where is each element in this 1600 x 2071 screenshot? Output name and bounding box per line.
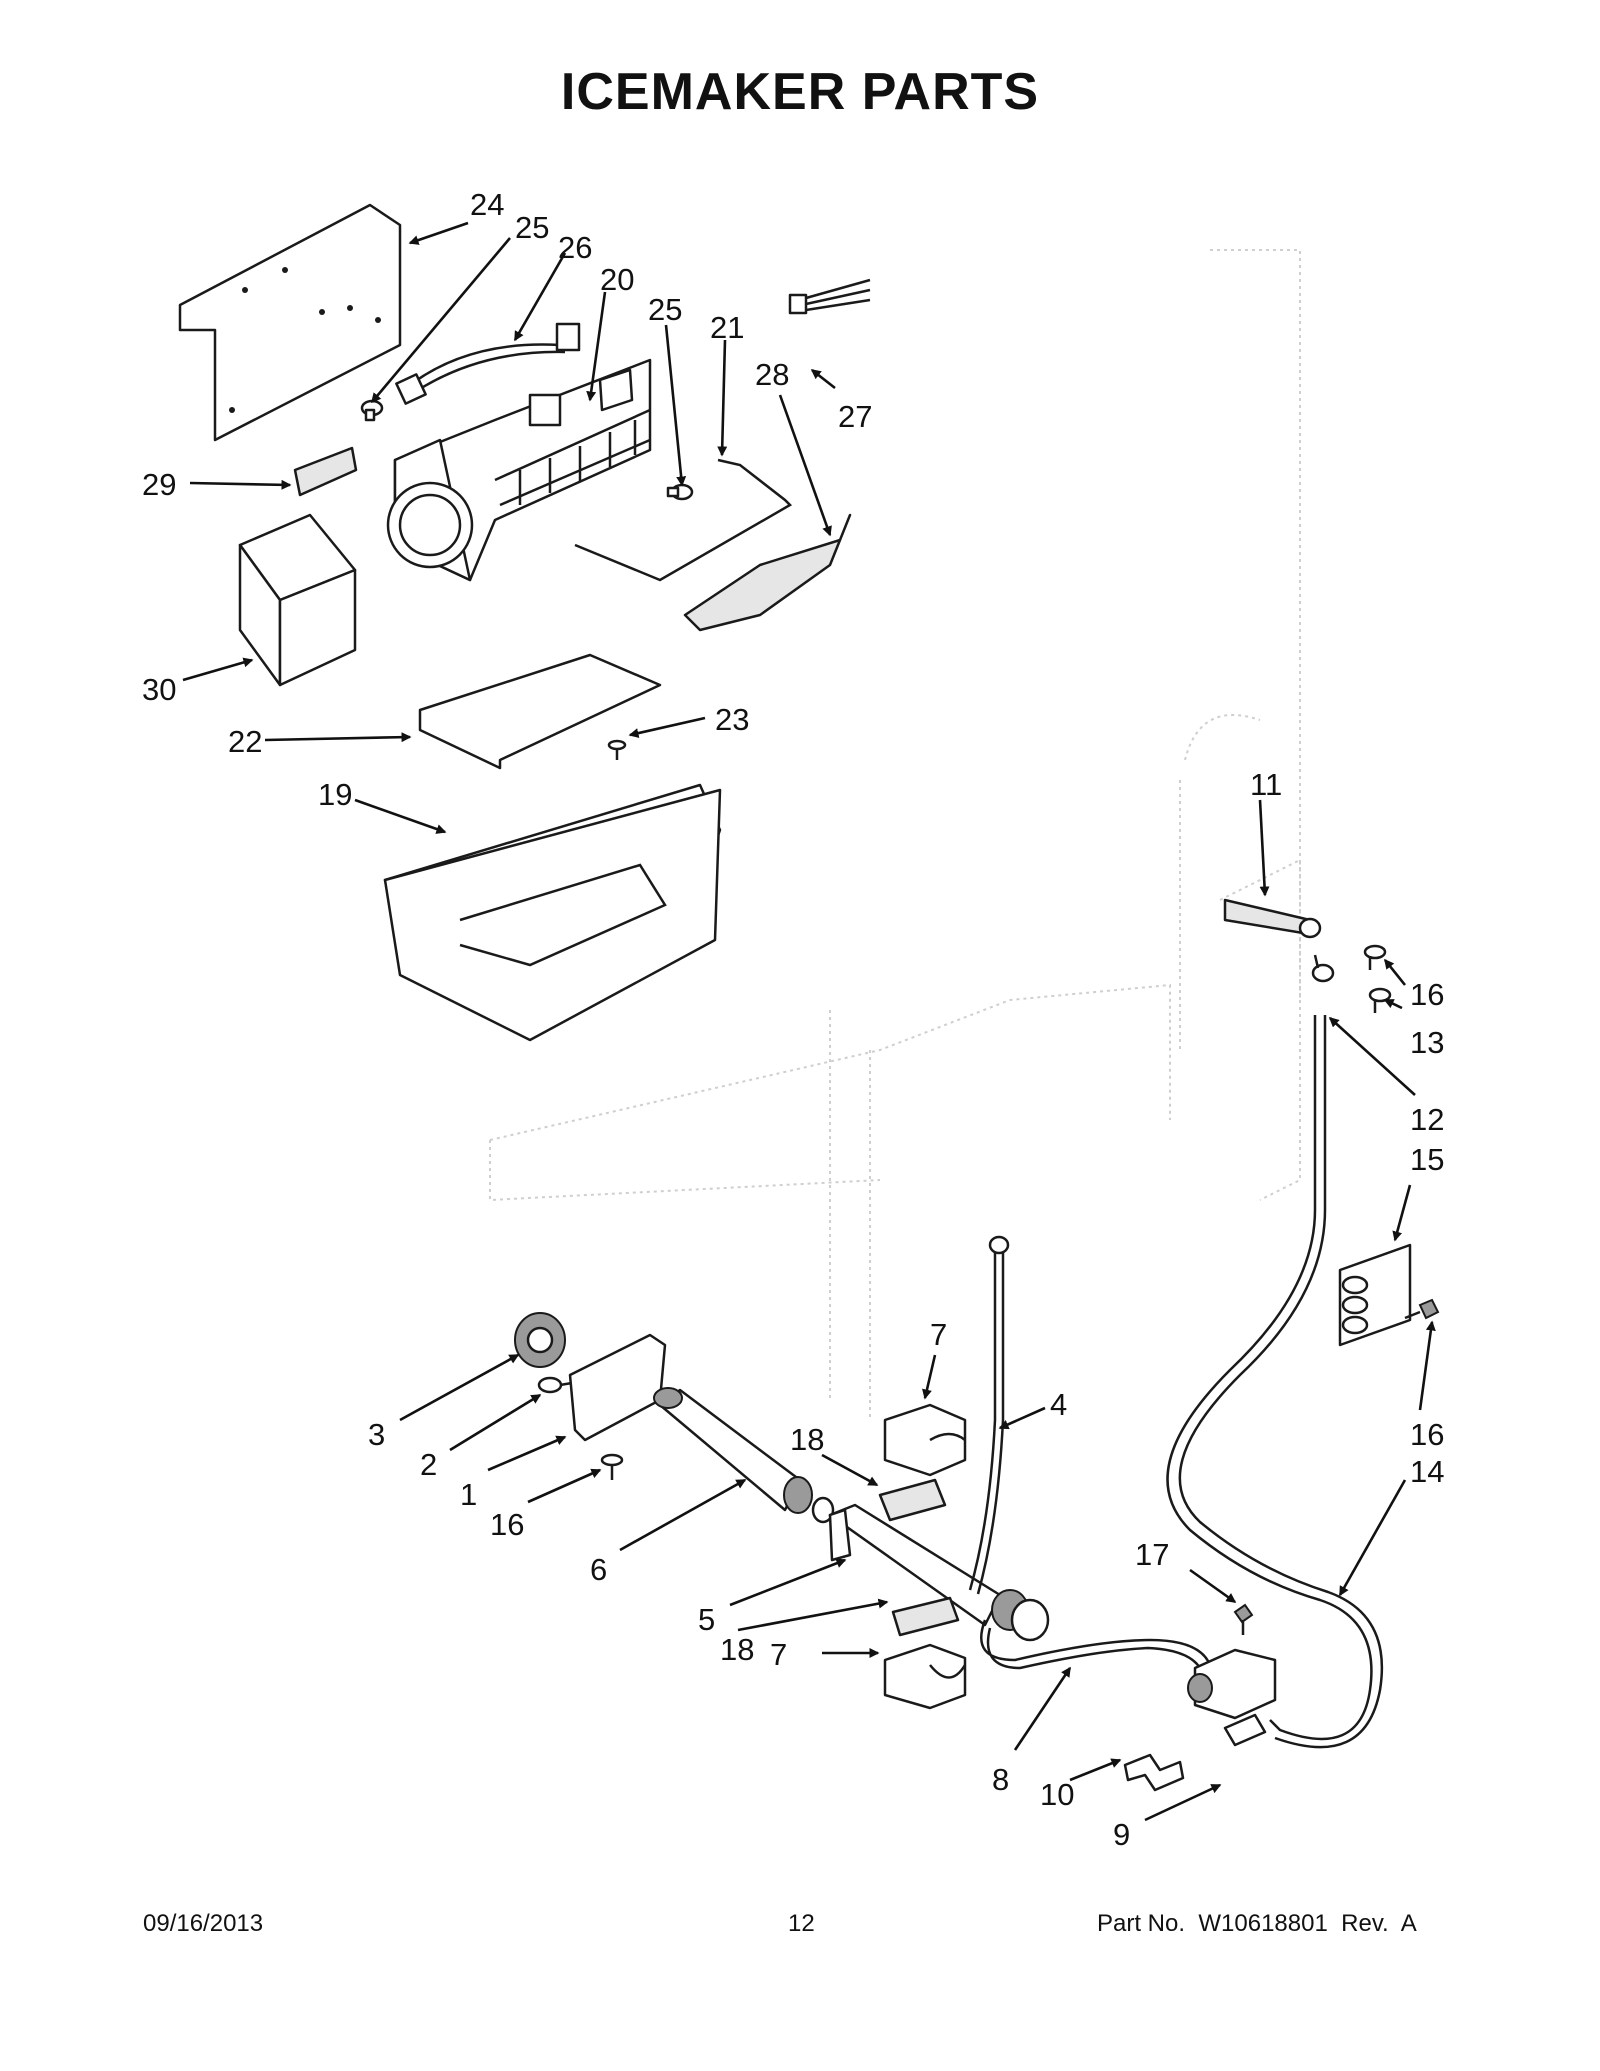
callout-16-right: 16: [1410, 1417, 1444, 1452]
leader-arrows: [182, 221, 1436, 1822]
callout-13: 13: [1410, 1025, 1444, 1060]
bracket-holes: [229, 267, 381, 413]
callout-2: 2: [420, 1447, 437, 1482]
icemaker-assembly: [386, 358, 652, 582]
tube-clip-15: [1338, 1243, 1412, 1347]
mounting-bracket: [178, 203, 402, 442]
screw-13: [1368, 987, 1392, 1013]
screw-25-right: [666, 483, 694, 501]
ice-bucket: [383, 783, 722, 1042]
water-tube-14-inner: [1178, 1015, 1384, 1749]
callout-6: 6: [590, 1552, 607, 1587]
clip-10: [1123, 1753, 1185, 1792]
screw-25-left: [360, 399, 384, 422]
callout-27: 27: [838, 399, 872, 434]
callout-24: 24: [470, 187, 504, 222]
screw-16-top: [1363, 944, 1387, 970]
callout-1: 1: [460, 1477, 477, 1512]
callout-26: 26: [558, 230, 592, 265]
pad: [293, 446, 358, 497]
screw-2: [537, 1376, 573, 1394]
callout-15: 15: [1410, 1142, 1444, 1177]
callout-3: 3: [368, 1417, 385, 1452]
callout-18-lower: 18: [720, 1632, 754, 1667]
water-line-fitting: [988, 1235, 1010, 1255]
callout-23: 23: [715, 702, 749, 737]
callout-19: 19: [318, 777, 352, 812]
callout-7-lower: 7: [770, 1637, 787, 1672]
harness-connector-right: [555, 322, 581, 352]
callout-25-right: 25: [648, 292, 682, 327]
callout-12: 12: [1410, 1102, 1444, 1137]
callout-20: 20: [600, 262, 634, 297]
shutoff-arm: [574, 458, 793, 582]
footer-date: 09/16/2013: [143, 1910, 264, 1937]
callout-25-left: 25: [515, 210, 549, 245]
callout-labels: 24 25 26 20 25 21 28 27 29 30 22 23 19 1…: [142, 187, 1444, 1852]
filter-cover-7-lower: [883, 1643, 967, 1710]
cover-plate: [418, 653, 662, 770]
filter-housing-5: [828, 1503, 1050, 1642]
callout-7-upper: 7: [930, 1317, 947, 1352]
callout-16-top: 16: [1410, 977, 1444, 1012]
water-filter-6: [653, 1387, 835, 1524]
cabinet-outline: [489, 249, 1301, 1420]
callout-29: 29: [142, 467, 176, 502]
ice-deflector: [683, 513, 852, 632]
footer-part-number: Part No. W10618801 Rev. A: [1097, 1910, 1417, 1937]
callout-10: 10: [1040, 1777, 1074, 1812]
callout-4: 4: [1050, 1387, 1067, 1422]
fill-tube: [1223, 898, 1322, 939]
ice-box-cover: [238, 513, 357, 687]
callout-5: 5: [698, 1602, 715, 1637]
filter-head-3: [514, 1312, 566, 1368]
screw-17: [1233, 1603, 1254, 1635]
callout-28: 28: [755, 357, 789, 392]
water-valve-9: [1187, 1648, 1277, 1747]
water-tube-14: [1166, 1015, 1373, 1741]
page-title: ICEMAKER PARTS: [560, 63, 1040, 121]
push-pin-16-lower: [600, 1453, 624, 1480]
filter-cover-7-upper: [883, 1403, 967, 1477]
callout-21: 21: [710, 310, 744, 345]
callout-8: 8: [992, 1762, 1009, 1797]
push-pin-23: [607, 739, 627, 760]
callout-30: 30: [142, 672, 176, 707]
wire-terminal: [788, 278, 871, 315]
callout-11: 11: [1250, 767, 1282, 802]
water-line-8: [980, 1619, 1212, 1673]
foam-pad-18-lower: [891, 1596, 960, 1637]
screw-16-right: [1404, 1298, 1440, 1320]
callout-16-lower: 16: [490, 1507, 524, 1542]
water-line-4: [968, 1245, 1005, 1595]
filter-bracket-1: [568, 1333, 667, 1442]
callout-22: 22: [228, 724, 262, 759]
harness-connector-left: [395, 373, 427, 405]
callout-17: 17: [1135, 1537, 1169, 1572]
callout-9: 9: [1113, 1817, 1130, 1852]
callout-18-upper: 18: [790, 1422, 824, 1457]
foam-pad-18-upper: [878, 1478, 947, 1522]
clamp-12: [1311, 954, 1335, 983]
wire-harness: [409, 343, 566, 394]
callout-14: 14: [1410, 1454, 1444, 1489]
footer-page-number: 12: [788, 1910, 815, 1937]
